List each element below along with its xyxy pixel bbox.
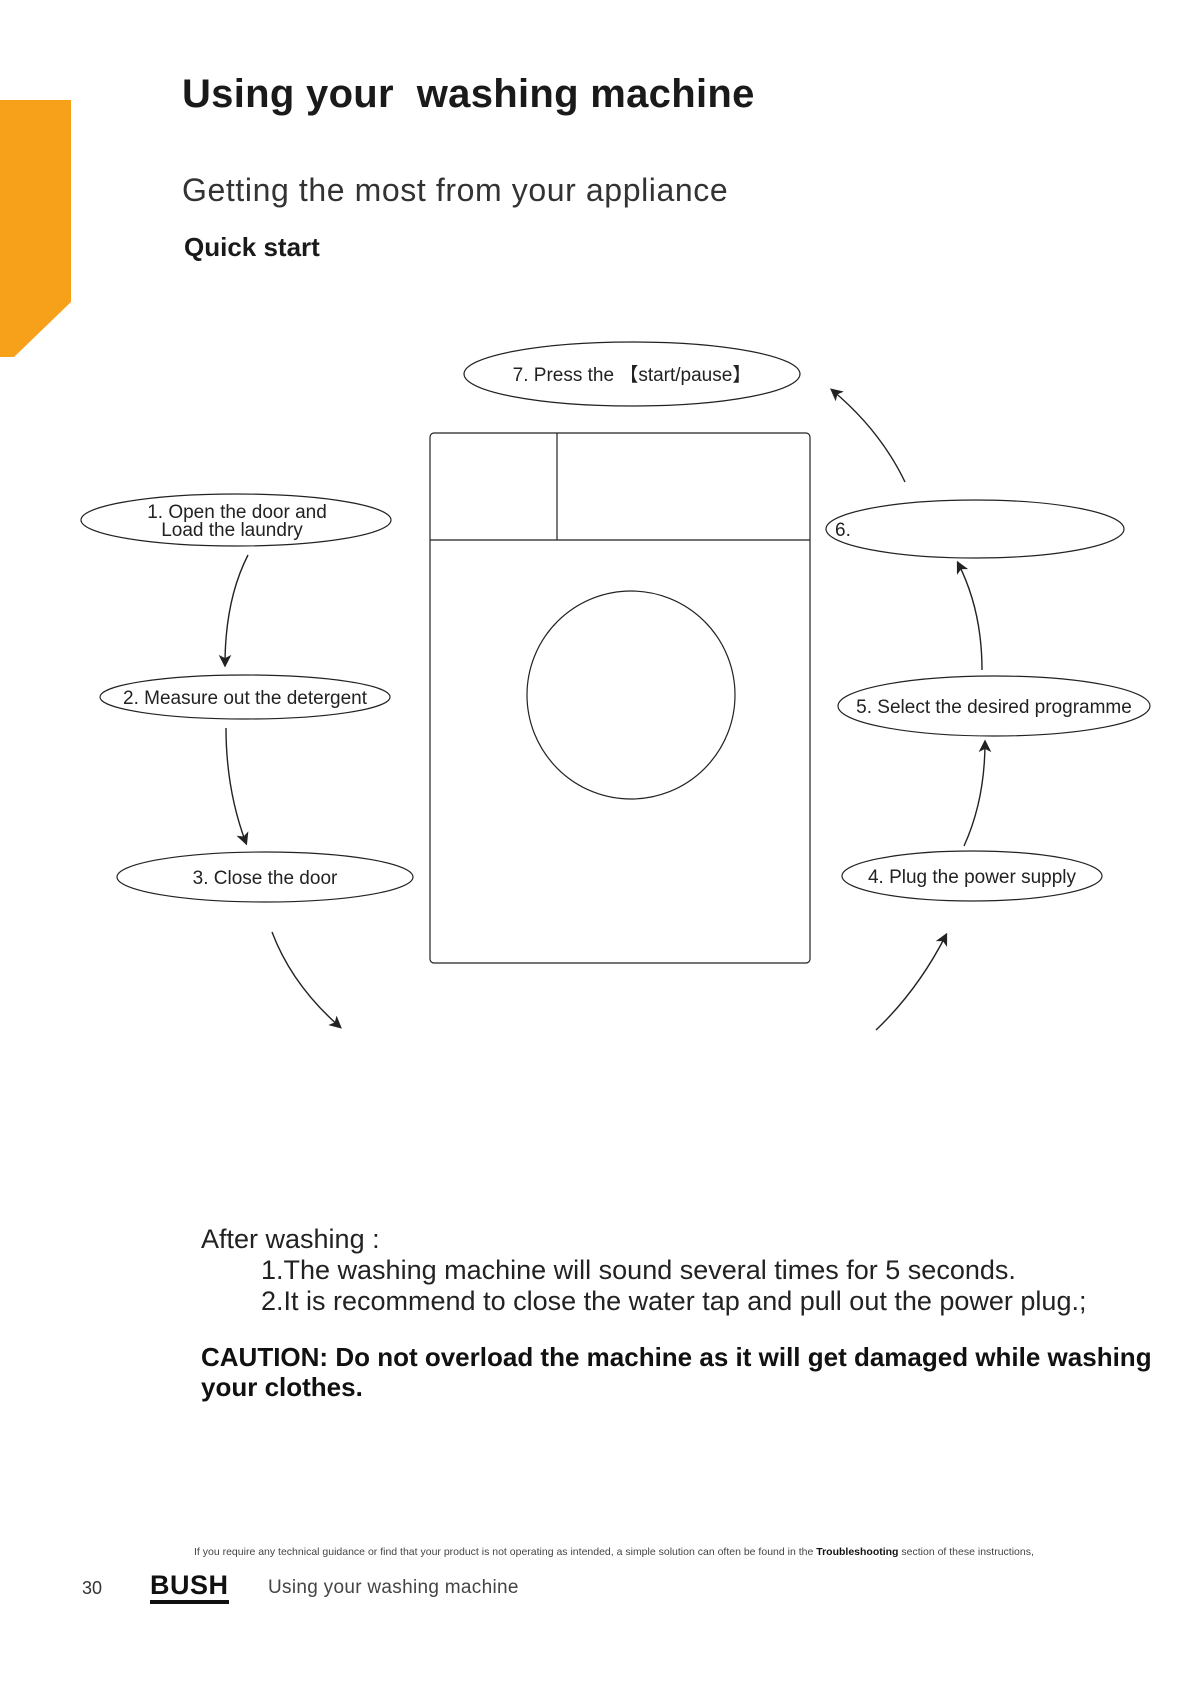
washing-machine-icon [430, 433, 810, 963]
footer-note-prefix: If you require any technical guidance or… [194, 1546, 816, 1558]
section-heading: Quick start [184, 232, 320, 263]
after-washing-item: 1.The washing machine will sound several… [201, 1255, 1161, 1286]
after-washing-heading: After washing : [201, 1224, 1161, 1255]
arrow-4-to-5 [964, 742, 985, 846]
footer-section-title: Using your washing machine [268, 1577, 519, 1599]
step-3-label: 3. Close the door [193, 868, 338, 889]
page-subtitle: Getting the most from your appliance [182, 172, 728, 209]
arrow-5-to-6 [958, 563, 982, 670]
after-washing-section: After washing : 1.The washing machine wi… [201, 1224, 1161, 1317]
step-4: 4. Plug the power supply [842, 851, 1102, 901]
arrow-3-to-machine [272, 932, 340, 1027]
caution-warning: CAUTION: Do not overload the machine as … [201, 1342, 1161, 1402]
arrow-6-to-7 [832, 390, 905, 482]
machine-door-icon [527, 591, 735, 799]
step-1-line-2: Load the laundry [161, 520, 303, 541]
step-2-label: 2. Measure out the detergent [123, 688, 368, 709]
step-2: 2. Measure out the detergent [100, 675, 390, 719]
arrow-1-to-2 [225, 555, 248, 665]
step-6: 6. [826, 500, 1124, 558]
step-7: 7. Press the 【start/pause】 [464, 342, 800, 406]
orange-side-tab [0, 0, 75, 360]
step-6-label: 6. [835, 520, 851, 541]
footer-guidance-note: If you require any technical guidance or… [194, 1546, 1154, 1558]
step-3: 3. Close the door [117, 852, 413, 902]
page-number: 30 [82, 1578, 102, 1599]
step-5: 5. Select the desired programme [838, 676, 1150, 736]
footer-note-suffix: section of these instructions, [898, 1546, 1033, 1558]
page-title: Using your washing machine [182, 72, 755, 117]
step-5-label: 5. Select the desired programme [856, 697, 1132, 718]
step-7-label: 7. Press the 【start/pause】 [513, 364, 752, 386]
brand-logo: BUSH [150, 1570, 229, 1604]
step-1: 1. Open the door and Load the laundry [81, 494, 391, 546]
step-4-label: 4. Plug the power supply [868, 867, 1077, 888]
arrow-machine-to-4 [876, 935, 946, 1030]
after-washing-item: 2.It is recommend to close the water tap… [201, 1286, 1161, 1317]
arrow-2-to-3 [226, 728, 246, 843]
quick-start-diagram: 1. Open the door and Load the laundry 2.… [0, 330, 1190, 1050]
troubleshooting-reference: Troubleshooting [816, 1546, 898, 1558]
